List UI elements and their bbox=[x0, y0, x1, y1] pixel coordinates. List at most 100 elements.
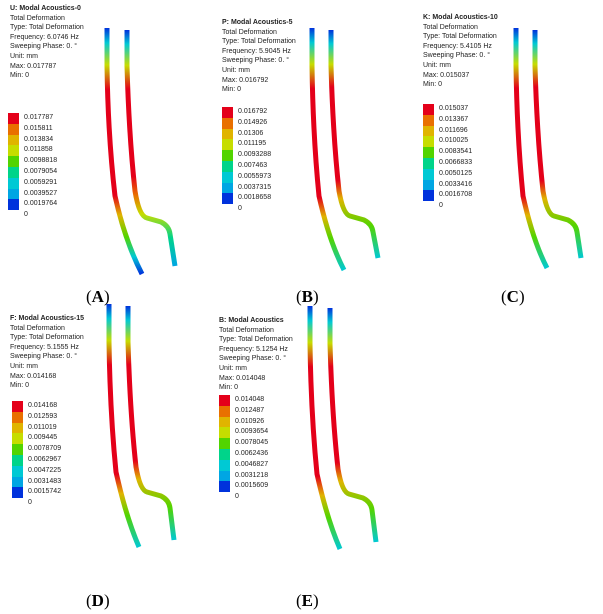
legend-value: 0.007463 bbox=[238, 161, 268, 169]
legend-swatch bbox=[222, 193, 233, 205]
info-block: F: Modal Acoustics-15 Total Deformation … bbox=[10, 314, 84, 391]
rail-right bbox=[327, 308, 379, 543]
legend-value: 0.0078045 bbox=[235, 439, 269, 447]
info-line: Max: 0.017787 bbox=[10, 62, 57, 70]
legend-value: 0.0015742 bbox=[28, 488, 62, 496]
info-block: B: Modal Acoustics Total Deformation Typ… bbox=[219, 316, 293, 393]
result-title: U: Modal Acoustics-0 bbox=[10, 5, 81, 12]
info-line: Type: Total Deformation bbox=[10, 24, 84, 32]
legend-swatch bbox=[8, 113, 19, 124]
legend-swatch bbox=[219, 427, 230, 439]
legend-value: 0.012487 bbox=[235, 406, 265, 414]
legend-swatch bbox=[423, 104, 434, 115]
legend-value: 0.0078709 bbox=[28, 445, 62, 453]
deformation-model bbox=[309, 28, 381, 272]
legend-value: 0.011696 bbox=[439, 126, 468, 134]
info-line: Frequency: 5.9045 Hz bbox=[222, 47, 291, 55]
legend-value: 0.0019764 bbox=[24, 200, 58, 208]
panel-c: K: Modal Acoustics-10 Total Deformation … bbox=[405, 0, 600, 306]
legend-swatch bbox=[8, 134, 19, 146]
legend-min-value: 0 bbox=[235, 493, 239, 500]
legend-swatch bbox=[12, 422, 23, 434]
legend-min-value: 0 bbox=[28, 499, 32, 506]
legend-swatch bbox=[423, 190, 434, 202]
legend-swatch bbox=[219, 395, 230, 406]
result-title: F: Modal Acoustics-15 bbox=[10, 315, 85, 322]
info-line: Total Deformation bbox=[222, 28, 277, 36]
info-line: Type: Total Deformation bbox=[10, 334, 84, 342]
legend-value: 0.0083541 bbox=[439, 148, 473, 156]
legend-swatch bbox=[423, 114, 434, 126]
legend-swatch bbox=[423, 179, 434, 191]
panel-d: F: Modal Acoustics-15 Total Deformation … bbox=[0, 304, 195, 610]
result-title: P: Modal Acoustics-5 bbox=[222, 19, 293, 26]
info-line: Sweeping Phase: 0. ° bbox=[222, 57, 290, 65]
info-line: Frequency: 6.0746 Hz bbox=[10, 33, 79, 41]
info-line: Frequency: 5.4105 Hz bbox=[423, 42, 492, 50]
info-block: P: Modal Acoustics-5 Total Deformation T… bbox=[222, 18, 296, 95]
legend-swatch bbox=[8, 156, 19, 167]
info-line: Min: 0 bbox=[222, 86, 242, 94]
panel-e: B: Modal Acoustics Total Deformation Typ… bbox=[200, 306, 395, 610]
legend-swatch bbox=[222, 160, 233, 172]
info-line: Min: 0 bbox=[10, 382, 30, 390]
legend-value: 0.012593 bbox=[28, 412, 58, 420]
rail-left bbox=[307, 306, 343, 550]
panel-caption: (B) bbox=[296, 287, 319, 306]
info-line: Unit: mm bbox=[423, 61, 451, 69]
legend-swatch bbox=[8, 145, 19, 157]
info-line: Sweeping Phase: 0. ° bbox=[10, 43, 78, 51]
legend-swatch bbox=[8, 123, 19, 135]
legend-swatch bbox=[12, 411, 23, 423]
legend-swatch bbox=[222, 182, 233, 194]
info-line: Type: Total Deformation bbox=[423, 33, 497, 41]
rail-left bbox=[106, 304, 142, 548]
legend-value: 0.0031218 bbox=[235, 471, 269, 479]
info-line: Min: 0 bbox=[219, 384, 239, 392]
panel-caption: (C) bbox=[501, 287, 525, 306]
legend-swatch bbox=[8, 166, 19, 178]
panel-caption: (E) bbox=[296, 591, 319, 610]
info-line: Unit: mm bbox=[222, 66, 250, 74]
rail-right bbox=[125, 306, 177, 541]
info-line: Min: 0 bbox=[423, 81, 443, 89]
info-line: Max: 0.014048 bbox=[219, 374, 266, 382]
legend-value: 0.0062436 bbox=[235, 449, 269, 457]
legend-value: 0.01306 bbox=[238, 129, 264, 137]
legend-min-value: 0 bbox=[24, 211, 28, 218]
info-block: K: Modal Acoustics-10 Total Deformation … bbox=[423, 13, 498, 90]
info-line: Total Deformation bbox=[10, 324, 65, 332]
legend-swatch bbox=[219, 438, 230, 449]
legend-swatch bbox=[423, 168, 434, 180]
info-line: Sweeping Phase: 0. ° bbox=[10, 353, 78, 361]
legend-value: 0.009445 bbox=[28, 434, 58, 442]
panel-b: P: Modal Acoustics-5 Total Deformation T… bbox=[200, 0, 395, 306]
info-line: Max: 0.015037 bbox=[423, 71, 470, 79]
legend-swatch bbox=[423, 147, 434, 158]
legend-swatch bbox=[222, 117, 233, 129]
legend-swatch bbox=[219, 448, 230, 460]
rail-left bbox=[104, 28, 145, 276]
legend-swatch bbox=[12, 465, 23, 477]
info-line: Total Deformation bbox=[219, 326, 274, 334]
legend-value: 0.0016708 bbox=[439, 191, 473, 199]
info-line: Sweeping Phase: 0. ° bbox=[219, 355, 287, 363]
legend-swatch bbox=[12, 433, 23, 445]
legend-min-value: 0 bbox=[238, 205, 242, 212]
rail-left bbox=[513, 28, 550, 270]
legend-swatch bbox=[8, 188, 19, 200]
legend-value: 0.0018658 bbox=[238, 194, 272, 202]
legend-value: 0.011019 bbox=[28, 423, 57, 431]
legend-value: 0.011195 bbox=[238, 140, 267, 148]
info-line: Min: 0 bbox=[10, 72, 30, 80]
legend-swatch bbox=[219, 470, 230, 482]
legend-value: 0.0093288 bbox=[238, 151, 272, 159]
info-line: Unit: mm bbox=[219, 364, 247, 372]
result-title: K: Modal Acoustics-10 bbox=[423, 14, 498, 21]
legend-min-value: 0 bbox=[439, 202, 443, 209]
panel-caption: (A) bbox=[86, 287, 110, 306]
legend-swatch bbox=[219, 416, 230, 428]
legend-swatch bbox=[222, 150, 233, 161]
rail-right bbox=[124, 30, 178, 267]
legend-swatch bbox=[8, 199, 19, 211]
